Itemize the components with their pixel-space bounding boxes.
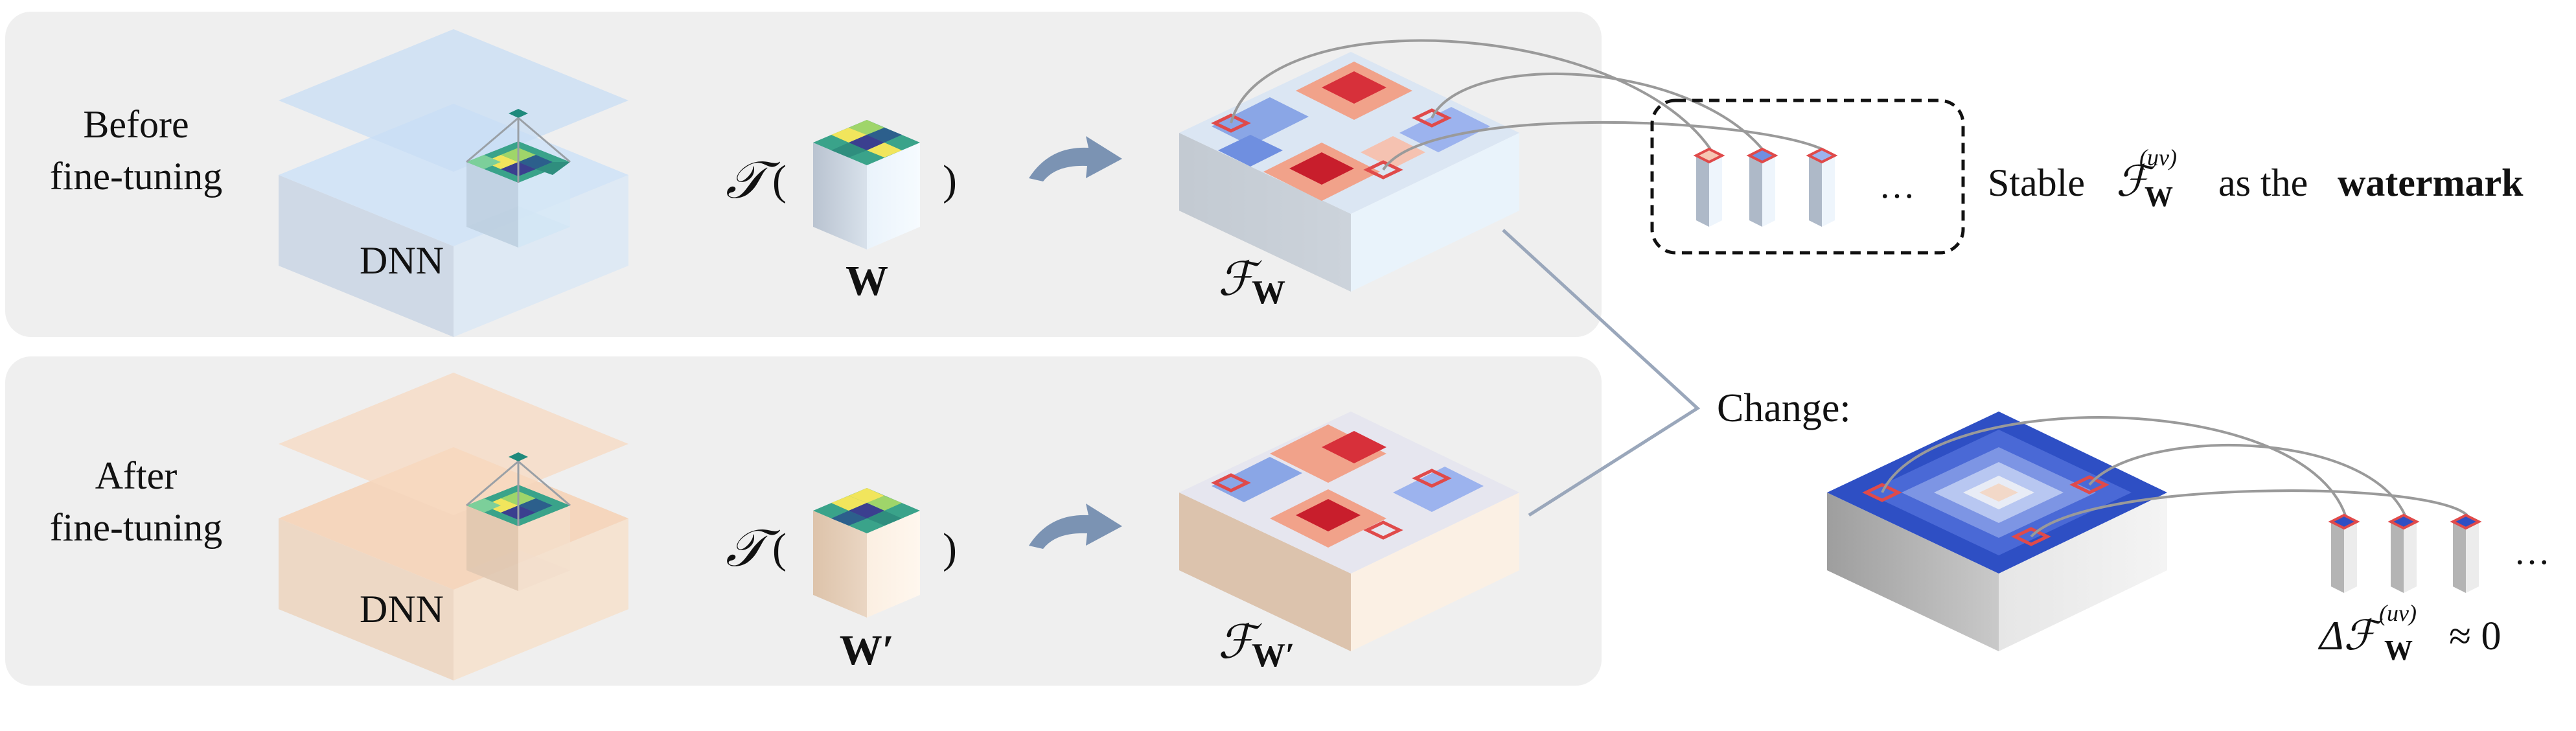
svg-text:(: ( [772, 157, 787, 204]
svg-text:): ) [943, 525, 957, 572]
feature-map-bottom: ℱ W′ [1179, 412, 1519, 674]
delta-label: Δℱ W (uv) ≈ 0 [2317, 600, 2501, 666]
curved-arrow-icon [1029, 504, 1122, 549]
svg-text:After: After [95, 454, 178, 497]
svg-text:W′: W′ [840, 627, 895, 674]
svg-text:W: W [2145, 181, 2173, 213]
svg-text:W: W [845, 257, 888, 305]
weight-cube-bottom [813, 488, 920, 618]
transform-top: 𝒯 ( ) W [726, 120, 957, 305]
svg-text:DNN: DNN [360, 588, 444, 631]
dnn-block-top: DNN [279, 29, 628, 337]
delta-feature-map [1827, 412, 2167, 651]
svg-text:DNN: DNN [360, 239, 444, 282]
svg-text:≈ 0: ≈ 0 [2449, 614, 2501, 658]
svg-text:W′: W′ [1252, 637, 1295, 674]
svg-text:): ) [943, 157, 957, 204]
svg-text:Δℱ: Δℱ [2317, 612, 2384, 658]
watermark-label: Stable ℱ W (uv) as the watermark [1988, 145, 2524, 213]
svg-text:W: W [2384, 634, 2413, 666]
svg-text:(uv): (uv) [2139, 145, 2177, 170]
top-panel-label: Before fine-tuning [50, 103, 223, 198]
change-bars: … [2328, 513, 2550, 593]
curved-arrow-icon [1029, 136, 1122, 181]
svg-text:…: … [1879, 166, 1915, 206]
transform-bottom: 𝒯 ( ) W′ [726, 488, 957, 674]
svg-text:…: … [2514, 532, 2550, 572]
svg-text:watermark: watermark [2338, 161, 2524, 204]
svg-text:fine-tuning: fine-tuning [50, 155, 223, 198]
change-connector [1502, 229, 1701, 517]
svg-text:as the: as the [2218, 161, 2308, 204]
svg-text:(uv): (uv) [2379, 600, 2417, 626]
change-links [1881, 416, 2468, 538]
dnn-block-bottom: DNN [279, 373, 628, 680]
weight-cube-top [813, 120, 920, 249]
dashed-selection-box [1650, 99, 1965, 255]
feature-map-top: ℱ W [1179, 52, 1519, 311]
svg-text:fine-tuning: fine-tuning [50, 506, 223, 549]
watermark-links [1230, 39, 1823, 171]
change-label: Change: [1717, 386, 1851, 430]
bottom-panel-label: After fine-tuning [50, 454, 223, 549]
svg-text:Before: Before [83, 103, 189, 146]
watermark-bars: … [1693, 147, 1915, 227]
svg-text:(: ( [772, 525, 787, 572]
svg-text:Stable: Stable [1988, 161, 2085, 204]
svg-text:W: W [1252, 274, 1285, 311]
